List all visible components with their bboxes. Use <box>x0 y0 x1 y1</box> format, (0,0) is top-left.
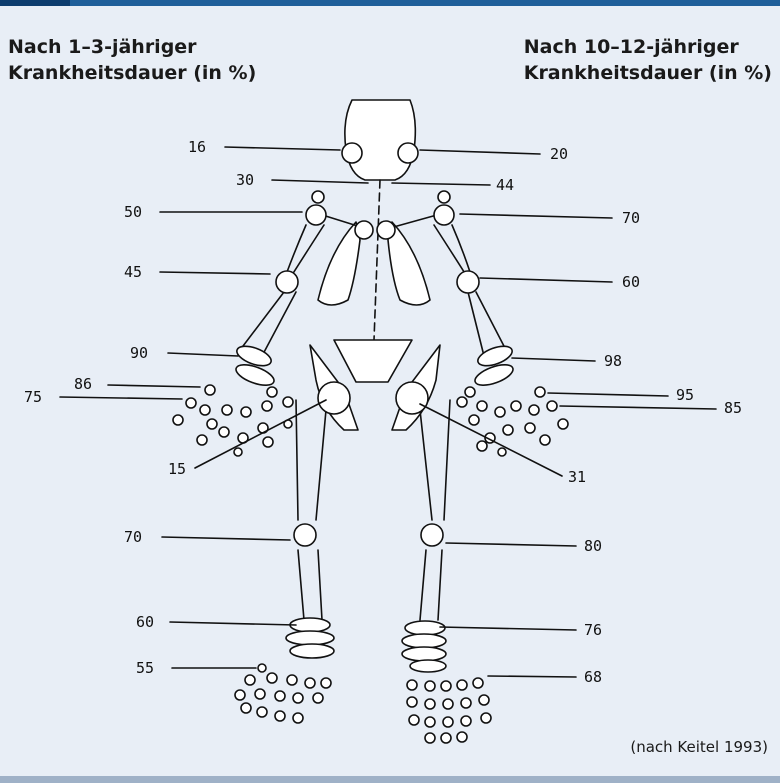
right-hip-value: 31 <box>568 468 586 486</box>
left-jaw-value: 16 <box>188 138 206 156</box>
left-ankle-value: 60 <box>136 613 154 631</box>
left-shoulder-value: 50 <box>124 203 142 221</box>
right-mcp-value: 95 <box>676 386 694 404</box>
right-ankle-value: 76 <box>584 621 602 639</box>
left-wrist-value: 90 <box>130 344 148 362</box>
right-wrist-value: 98 <box>604 352 622 370</box>
skeleton-figure <box>240 100 506 620</box>
right-elbow-value: 60 <box>622 273 640 291</box>
leader-lines-right <box>392 150 716 677</box>
left-cervical-value: 30 <box>236 171 254 189</box>
ankle-markers <box>286 618 446 672</box>
left-toes-value: 55 <box>136 659 154 677</box>
left-elbow-value: 45 <box>124 263 142 281</box>
left-pip-value: 75 <box>24 388 42 406</box>
right-pip-value: 85 <box>724 399 742 417</box>
left-hip-value: 15 <box>168 460 186 478</box>
left-percentages: 16 30 50 45 90 86 75 15 70 60 55 <box>24 138 254 677</box>
right-cervical-value: 44 <box>496 176 514 194</box>
right-toes-value: 68 <box>584 668 602 686</box>
left-knee-value: 70 <box>124 528 142 546</box>
hand-joint-markers <box>173 385 568 456</box>
toe-joint-markers <box>235 664 491 743</box>
left-mcp-value: 86 <box>74 375 92 393</box>
right-shoulder-value: 70 <box>622 209 640 227</box>
source-citation: (nach Keitel 1993) <box>630 738 768 756</box>
right-jaw-value: 20 <box>550 145 568 163</box>
right-knee-value: 80 <box>584 537 602 555</box>
